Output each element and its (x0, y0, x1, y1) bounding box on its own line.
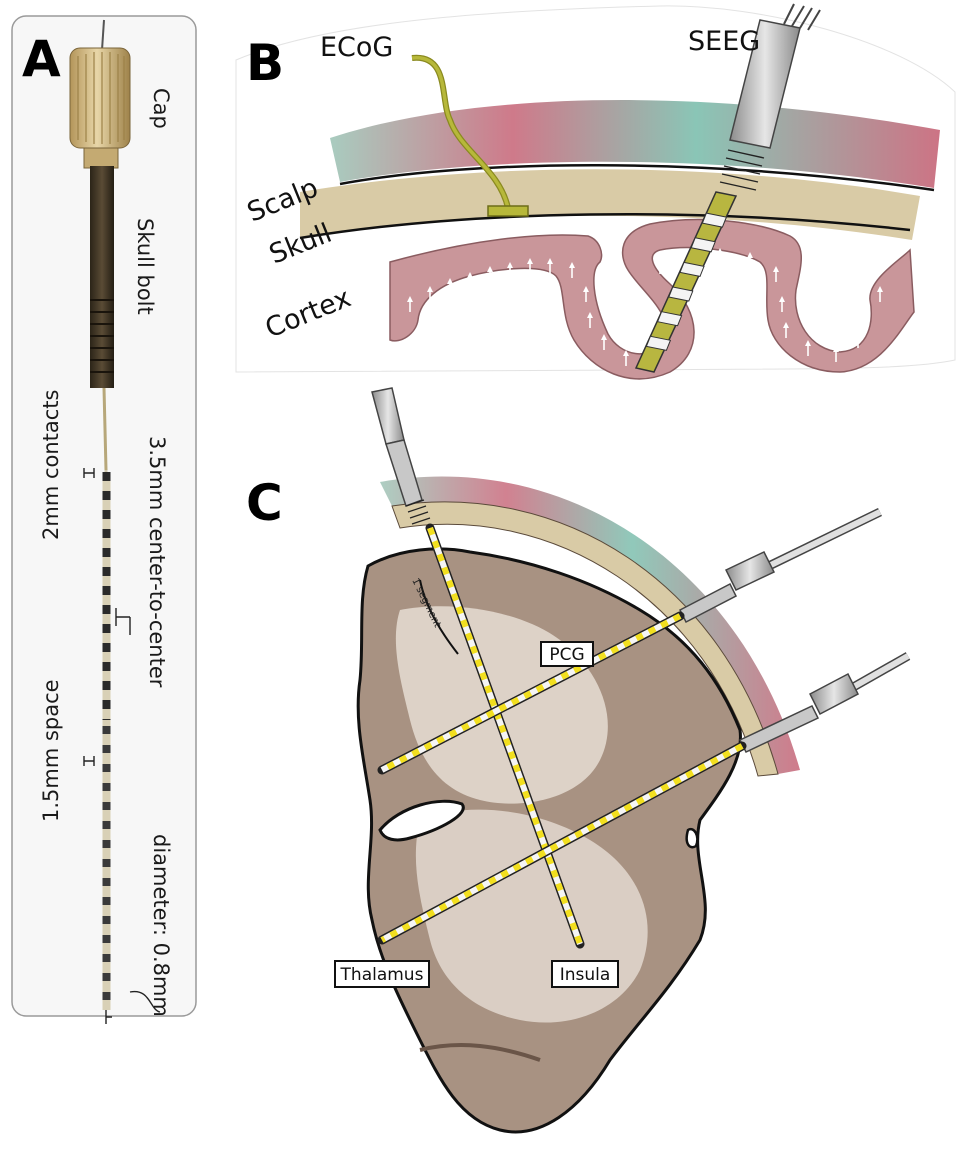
insula-tag: Insula (552, 961, 618, 987)
skull-bolt-image (90, 166, 114, 388)
contact-gap (103, 519, 111, 529)
space-label: 1.5mm space (39, 679, 63, 822)
contact-ring (103, 783, 111, 791)
contact-ring (103, 954, 111, 962)
contact-gap (103, 690, 111, 700)
cap-label: Cap (149, 88, 173, 129)
contact-gap (103, 652, 111, 662)
contact-ring (103, 662, 111, 671)
contact-gap (103, 614, 111, 624)
contact-gap (103, 500, 111, 510)
contact-ring (103, 643, 111, 652)
contact-ring (103, 859, 111, 867)
contact-gap (103, 709, 111, 719)
contact-ring (103, 764, 111, 772)
contact-ring (103, 726, 111, 734)
c-electrode-2 (680, 512, 880, 622)
contact-ring (103, 700, 111, 709)
contact-ring (103, 821, 111, 829)
contact-gap (103, 538, 111, 548)
contact-ring (103, 567, 111, 576)
panel-b: ECoG SEEG Scalp Skull Cortex B (236, 4, 955, 379)
panel-a: A Cap Skull bolt 2mm contacts 3.5mm cent… (12, 16, 196, 1024)
panel-c-letter: C (246, 474, 283, 532)
pcg-label: PCG (549, 645, 584, 665)
seeg-label: SEEG (688, 26, 760, 57)
ecog-electrode (488, 206, 528, 216)
pcg-tag: PCG (541, 642, 593, 666)
contacts-label: 2mm contacts (39, 390, 63, 540)
contact-ring (103, 586, 111, 595)
contact-gap (103, 671, 111, 681)
ecog-label: ECoG (320, 32, 393, 63)
contact-gap (103, 595, 111, 605)
contact-gap (103, 576, 111, 586)
contact-ring (103, 992, 111, 1000)
contact-ring (103, 491, 111, 500)
contact-gap (103, 557, 111, 567)
contact-ring (103, 681, 111, 690)
contact-ring (103, 935, 111, 943)
center-to-center-label: 3.5mm center-to-center (145, 436, 169, 688)
contact-ring (103, 624, 111, 633)
diameter-label: diameter: 0.8mm (149, 834, 173, 1017)
contact-gap (103, 481, 111, 491)
contact-ring (103, 878, 111, 886)
c-e3-housing (810, 674, 858, 714)
electrode-contacts (103, 472, 111, 1010)
skull-bolt-label: Skull bolt (133, 218, 157, 315)
panel-b-letter: B (246, 34, 284, 92)
panel-c: 1 segment PCG Thalamus Insula C (246, 388, 908, 1132)
insula-label: Insula (560, 965, 611, 985)
contact-ring (103, 548, 111, 557)
contact-ring (103, 802, 111, 810)
panel-a-letter: A (22, 30, 61, 88)
thalamus-tag: Thalamus (335, 961, 429, 987)
contact-ring (103, 916, 111, 924)
contact-gap (103, 633, 111, 643)
contact-ring (103, 472, 111, 481)
contact-ring (103, 510, 111, 519)
thalamus-label: Thalamus (340, 965, 424, 985)
contact-ring (103, 605, 111, 614)
contact-ring (103, 973, 111, 981)
cap-base (84, 148, 118, 168)
c-e2-housing (726, 552, 774, 590)
contact-ring (103, 897, 111, 905)
twisted-wire (104, 388, 106, 470)
contact-ring (103, 840, 111, 848)
sulcus-notch (687, 829, 698, 847)
contact-ring (103, 745, 111, 753)
c-e1-housing (372, 388, 404, 444)
contact-ring (103, 529, 111, 538)
cap-image (70, 48, 130, 148)
